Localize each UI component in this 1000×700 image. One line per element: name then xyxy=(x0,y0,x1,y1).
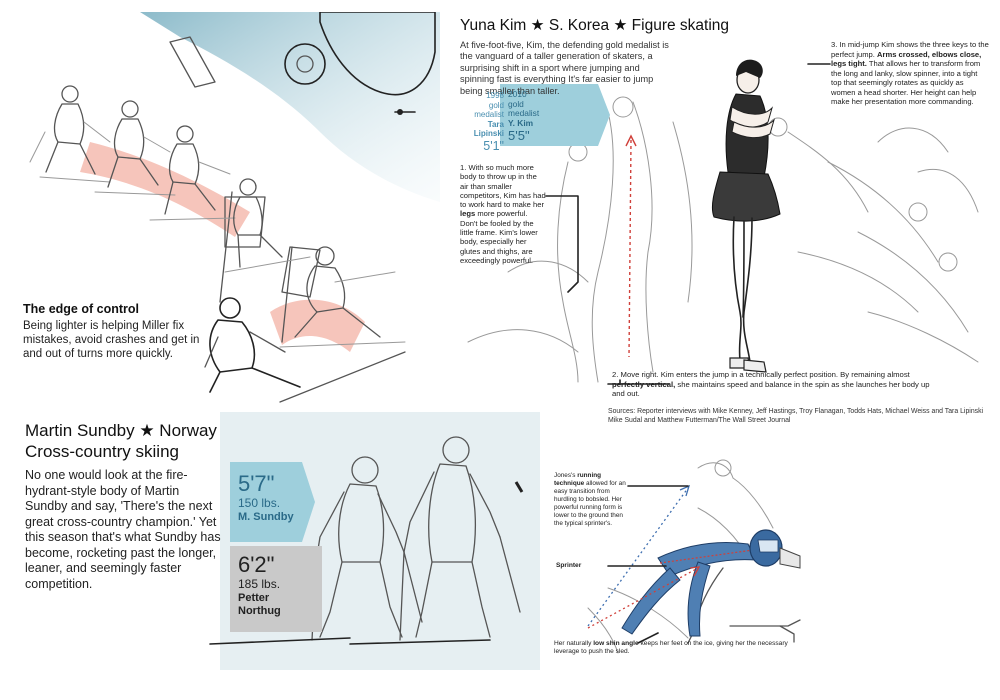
kim-panel: Yuna Kim ★ S. Korea ★ Figure skating At … xyxy=(448,12,993,437)
northug-name: Northug xyxy=(238,605,281,617)
jones-note-shin: Her naturally low shin angle keeps her f… xyxy=(554,640,789,657)
note-text: keeps her feet on the ice, giving her th… xyxy=(554,640,788,656)
leader-line-1 xyxy=(545,195,579,293)
sundby-body-text: No one would look at the fire-hydrant-st… xyxy=(25,468,221,591)
note-text: 2. Move right. Kim enters the jump in a … xyxy=(612,370,910,379)
lipinski-medal-stat: 1998 gold medalist Tara Lipinski 5'1" xyxy=(456,91,504,153)
miller-body-text: Being lighter is helping Miller fix mist… xyxy=(23,320,200,360)
note-emphasis: low shin angle xyxy=(593,640,639,647)
note-emphasis: perfectly vertical, xyxy=(612,379,676,389)
sundby-height: 5'7" xyxy=(238,471,275,496)
leader-line-shin xyxy=(637,632,659,644)
medal-2010-height: 5'5" xyxy=(508,128,530,143)
miller-illustration xyxy=(29,12,440,403)
kim-note-vertical: 2. Move right. Kim enters the jump in a … xyxy=(612,370,942,399)
note-text: 1. With so much more body to throw up in… xyxy=(460,163,546,210)
sundby-name: M. Sundby xyxy=(238,511,294,523)
note-text: she maintains speed and balance in the s… xyxy=(612,379,930,399)
arrowhead xyxy=(679,484,691,497)
note-text: 3. In mid-jump Kim shows the three keys … xyxy=(831,40,989,59)
sundby-illustration xyxy=(209,436,524,645)
sundby-weight: 150 lbs. xyxy=(238,496,281,510)
sundby-box-shape xyxy=(230,462,315,542)
athlete-sport: Cross-country skiing xyxy=(25,442,179,461)
northug-height: 6'2" xyxy=(238,552,275,577)
slalom-gate-sketch xyxy=(169,36,321,343)
jones-bobsledder-figure xyxy=(621,529,801,643)
note-emphasis: legs xyxy=(460,209,476,219)
note-text: more powerful. Don't be fooled by the li… xyxy=(460,209,538,265)
northug-skier-figure xyxy=(399,436,524,641)
medal-2010-year: 2010 xyxy=(508,89,527,99)
jones-note-running: Jones's running technique allowed for an… xyxy=(554,472,628,528)
motion-trail xyxy=(80,142,250,237)
note-text: Her naturally xyxy=(554,640,594,647)
sources-credit: Sources: Reporter interviews with Mike K… xyxy=(608,408,984,424)
kim-note-midjump: 3. In mid-jump Kim shows the three keys … xyxy=(831,40,989,107)
background-skater-sketches xyxy=(467,96,979,383)
note-text: allowed for an easy transition from hurd… xyxy=(554,480,626,527)
athlete-name: Martin Sundby xyxy=(25,421,135,440)
arrowhead xyxy=(689,566,701,577)
vertical-guide-line xyxy=(628,139,632,358)
jones-illustration xyxy=(587,459,801,654)
jones-angle-line xyxy=(587,567,699,629)
note-emphasis: Arms crossed, elbows close, legs tight. xyxy=(831,49,982,69)
kim-illustration xyxy=(467,59,979,385)
yuna-kim-figure xyxy=(711,59,781,373)
motion-trail xyxy=(270,299,365,352)
kim-title: Yuna Kim ★ S. Korea ★ Figure skating xyxy=(460,17,730,34)
medal-2010-label: medalist xyxy=(508,108,540,118)
note-text: That allows her to transform from the lo… xyxy=(831,59,981,106)
note-emphasis: running technique xyxy=(554,472,602,487)
miller-panel: The edge of control Being lighter is hel… xyxy=(20,12,440,410)
note-text: Jones's xyxy=(554,472,578,479)
kim-note-legs: 1. With so much more body to throw up in… xyxy=(460,163,546,265)
camera-object-sketch xyxy=(284,12,436,115)
kim-2010-box-shape xyxy=(500,84,610,146)
jones-panel: Jones's running technique allowed for an… xyxy=(548,448,988,680)
miller-heading: The edge of control xyxy=(23,302,139,316)
medal-1998-label: gold xyxy=(488,100,504,110)
medal-1998-height: 5'1" xyxy=(483,138,504,153)
medal-1998-label: medalist xyxy=(474,110,504,119)
medal-1998-year: 1998 xyxy=(486,91,504,100)
sprinter-label: Sprinter xyxy=(556,562,582,569)
medal-1998-name: Lipinski xyxy=(473,129,504,138)
northug-weight: 185 lbs. xyxy=(238,577,281,591)
medal-1998-name: Tara xyxy=(487,119,504,129)
skier-figures xyxy=(29,85,406,403)
sundby-stat-box: 5'7" 150 lbs. M. Sundby xyxy=(230,462,315,542)
arrowhead xyxy=(625,134,637,147)
northug-stat-box: 6'2" 185 lbs. Petter Northug xyxy=(230,546,322,632)
leader-line-2 xyxy=(607,379,669,385)
kim-medal-stat: 2010 gold medalist Y. Kim 5'5" xyxy=(500,84,608,146)
medal-2010-label: gold xyxy=(508,98,524,109)
snow-wash xyxy=(140,12,440,202)
athlete-country: ★ Norway xyxy=(134,421,217,440)
sprinter-angle-line xyxy=(587,487,689,627)
kim-intro-text: At five-foot-five, Kim, the defending go… xyxy=(460,40,669,96)
northug-name: Petter xyxy=(238,592,270,604)
medal-2010-name: Y. Kim xyxy=(508,117,534,128)
